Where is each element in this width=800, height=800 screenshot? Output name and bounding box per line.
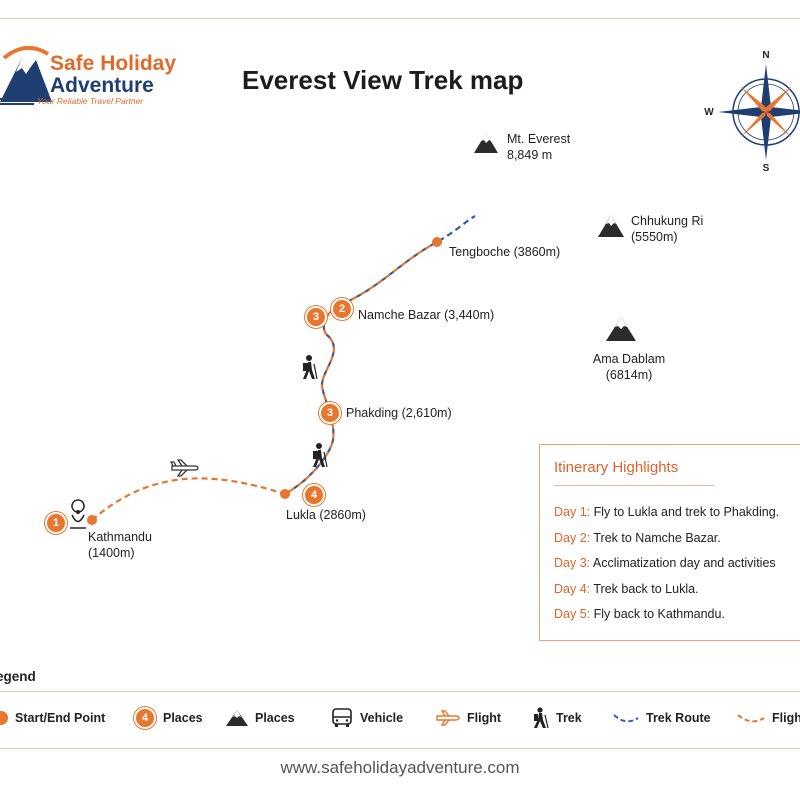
itinerary-list: Day 1: Fly to Lukla and trek to Phakding…	[554, 505, 779, 633]
itinerary-day: Day 5:	[554, 607, 591, 621]
lukla-day-badge: 4	[303, 484, 325, 506]
trekker-icon	[534, 707, 549, 729]
namche-day-badge-a: 3	[305, 306, 327, 328]
chhukung-peak-icon	[598, 215, 624, 237]
brand-logo-icon	[0, 46, 52, 105]
amadablam-label: Ama Dablam (6814m)	[589, 351, 669, 383]
compass-west: W	[704, 107, 714, 118]
lukla-label: Lukla (2860m)	[286, 508, 366, 522]
bus-icon	[332, 708, 352, 727]
legend-places-num-label: Places	[163, 711, 203, 725]
airplane-icon	[169, 459, 199, 477]
namche-label: Namche Bazar (3,440m)	[358, 308, 495, 322]
legend-flight: Flight	[436, 706, 501, 730]
page-title: Everest View Trek map	[242, 65, 524, 95]
tengboche-dot	[432, 237, 442, 247]
itinerary-panel: Itinerary Highlights Day 1: Fly to Lukla…	[539, 444, 800, 641]
chhukung-name: Chhukung Ri	[631, 214, 704, 228]
itinerary-text: Fly to Lukla and trek to Phakding.	[590, 505, 780, 519]
legend-places-num: 4 Places	[134, 706, 203, 730]
everest-altitude: 8,849 m	[507, 148, 553, 162]
legend-flight-route: Fligh	[737, 706, 800, 730]
itinerary-divider	[554, 485, 714, 486]
footer-divider	[0, 748, 800, 749]
trek-route-line-icon	[613, 714, 639, 723]
trek-route-orange	[284, 241, 438, 495]
itinerary-title: Itinerary Highlights	[554, 459, 679, 476]
kathmandu-label: Kathmandu (1400m)	[88, 529, 152, 561]
legend-divider	[0, 691, 800, 692]
flight-route	[91, 477, 286, 521]
tengboche-label: Tengboche (3860m)	[449, 245, 561, 259]
itinerary-item: Day 4: Trek back to Lukla.	[554, 582, 779, 608]
compass-south: S	[763, 163, 770, 174]
kathmandu-name: Kathmandu	[88, 530, 152, 544]
everest-name: Mt. Everest	[507, 132, 571, 146]
legend-title: egend	[0, 669, 36, 684]
location-pin-icon	[70, 499, 86, 529]
brand-tagline: Your Reliable Travel Partner	[37, 96, 144, 106]
itinerary-day: Day 1:	[554, 505, 591, 519]
hiker-icon	[303, 355, 318, 380]
amadablam-altitude: (6814m)	[605, 368, 653, 382]
brand-name-line2: Adventure	[50, 74, 154, 97]
itinerary-item: Day 5: Fly back to Kathmandu.	[554, 607, 779, 633]
itinerary-day: Day 2:	[554, 530, 591, 545]
itinerary-item: Day 2: Trek to Namche Bazar.	[554, 531, 779, 557]
legend-flight-route-label: Fligh	[772, 711, 800, 725]
itinerary-day: Day 4:	[554, 581, 591, 596]
itinerary-text: Acclimatization day and activities	[590, 556, 776, 570]
kathmandu-altitude: (1400m)	[88, 546, 135, 560]
itinerary-text: Trek back to Lukla.	[590, 581, 699, 596]
chhukung-label: Chhukung Ri (5550m)	[631, 213, 703, 245]
compass-north: N	[762, 50, 769, 61]
legend-start-end: Start/End Point	[0, 706, 105, 730]
lukla-dot	[280, 489, 290, 499]
itinerary-text: Trek to Namche Bazar.	[590, 530, 721, 545]
flight-route-line-icon	[737, 714, 765, 723]
legend-vehicle: Vehicle	[331, 706, 403, 730]
legend-places-peak-label: Places	[255, 711, 295, 725]
start-end-point-icon	[0, 711, 8, 725]
everest-peak-icon	[474, 133, 498, 153]
itinerary-item: Day 3: Acclimatization day and activitie…	[554, 556, 779, 582]
mountain-icon	[226, 710, 248, 726]
kathmandu-dot	[87, 515, 97, 525]
trek-route-blue	[284, 215, 476, 495]
legend-trek-label: Trek	[556, 711, 582, 725]
top-divider	[0, 18, 800, 19]
itinerary-day: Day 3:	[554, 556, 591, 570]
legend-vehicle-label: Vehicle	[360, 711, 404, 725]
chhukung-altitude: (5550m)	[631, 230, 678, 244]
flight-icon	[436, 710, 460, 726]
legend-flight-label: Flight	[467, 711, 502, 725]
legend-trek: Trek	[533, 706, 582, 730]
namche-day-badge-b: 2	[331, 298, 353, 320]
legend-trek-route-label: Trek Route	[646, 711, 711, 725]
amadablam-peak-icon	[606, 317, 636, 341]
brand-name-line1: Safe Holiday	[50, 52, 177, 75]
legend-places-badge: 4	[134, 707, 156, 729]
everest-label: Mt. Everest 8,849 m	[507, 131, 570, 163]
legend-start-end-label: Start/End Point	[15, 711, 106, 725]
legend-places-peak: Places	[226, 706, 295, 730]
itinerary-item: Day 1: Fly to Lukla and trek to Phakding…	[554, 505, 779, 531]
phakding-label: Phakding (2,610m)	[346, 406, 452, 420]
kathmandu-day-badge: 1	[45, 512, 67, 534]
legend-trek-route: Trek Route	[613, 706, 711, 730]
compass-rose-icon: N W S	[704, 50, 800, 174]
footer-url: www.safeholidayadventure.com	[280, 758, 520, 777]
itinerary-text: Fly back to Kathmandu.	[590, 607, 725, 621]
hiker-icon	[313, 443, 328, 468]
amadablam-name: Ama Dablam	[592, 352, 666, 366]
phakding-day-badge: 3	[319, 402, 341, 424]
